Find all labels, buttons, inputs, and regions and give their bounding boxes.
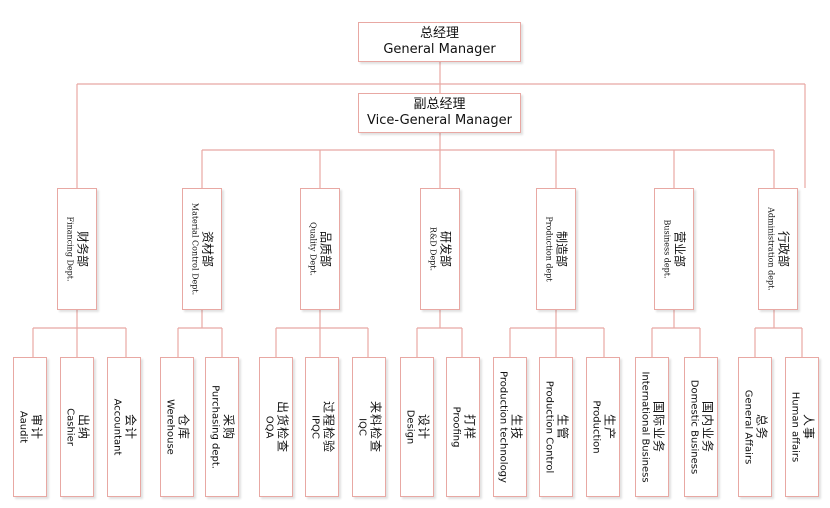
dept-zh: 研发部 [438, 230, 453, 268]
dept-zh: 营业部 [672, 230, 687, 268]
dept-en: Material Control Dept. [190, 202, 200, 296]
sub-en: Accountant [111, 398, 123, 456]
sub-zh: 出纳 [76, 413, 91, 441]
dept-en: Financing Dept. [65, 216, 75, 282]
sub-en: Proofing [450, 406, 462, 448]
sub-en: Production technology [497, 371, 509, 483]
sub-en: Production Control [543, 380, 555, 474]
sub-zh: 来料检查 [368, 400, 383, 454]
sub-zh: 生管 [555, 413, 570, 440]
sub-en: OQA [263, 415, 275, 439]
sub-zh: 总务 [754, 413, 769, 441]
sub-en: Design [404, 409, 416, 445]
general-manager-zh: 总经理 [419, 25, 459, 41]
sub-zh: 设计 [416, 413, 431, 440]
sub-en: Aaudit [17, 410, 29, 444]
sub-zh: 会计 [123, 413, 138, 441]
dept-en: R&D Dept. [428, 226, 438, 272]
sub-zh: 出货检查 [275, 400, 290, 454]
vice-general-manager-en: Vice-General Manager [367, 113, 512, 128]
sub-zh: 采购 [221, 413, 236, 441]
sub-zh: 打样 [462, 413, 477, 440]
sub-zh: 审计 [29, 413, 44, 441]
sub-zh: 生产 [602, 413, 617, 441]
sub-en: International Business [639, 371, 651, 483]
sub-en: Cashier [64, 408, 76, 446]
dept-zh: 制造部 [554, 230, 569, 268]
sub-en: Domestic Business [688, 379, 700, 475]
vice-general-manager-box: 副总经理 Vice-General Manager [358, 93, 521, 133]
sub-en: General Affairs [742, 389, 754, 465]
dept-en: Production dept [544, 216, 554, 282]
sub-en: Human affairs [789, 391, 801, 463]
sub-zh: 国内业务 [700, 400, 715, 453]
dept-zh: 财务部 [75, 230, 90, 268]
general-manager-en: General Manager [383, 42, 496, 57]
sub-zh: 仓库 [176, 413, 191, 440]
sub-en: IQC [356, 418, 368, 436]
vice-general-manager-zh: 副总经理 [413, 96, 466, 112]
dept-en: Business dept. [662, 219, 672, 279]
sub-zh: 人事 [801, 413, 816, 440]
sub-zh: 过程检验 [321, 400, 336, 454]
dept-zh: 行政部 [776, 230, 791, 267]
sub-zh: 生技 [509, 413, 524, 441]
sub-en: Purchasing dept. [209, 385, 221, 469]
sub-en: IPQC [309, 415, 321, 439]
sub-zh: 国际业务 [651, 400, 666, 454]
general-manager-box: 总经理 General Manager [358, 22, 521, 62]
sub-en: Production [590, 400, 602, 454]
dept-en: Quality Dept. [308, 222, 318, 276]
dept-en: Administration dept. [766, 207, 776, 291]
dept-zh: 品质部 [318, 230, 333, 267]
sub-en: Werehouse [164, 399, 176, 455]
dept-zh: 资材部 [200, 230, 215, 267]
